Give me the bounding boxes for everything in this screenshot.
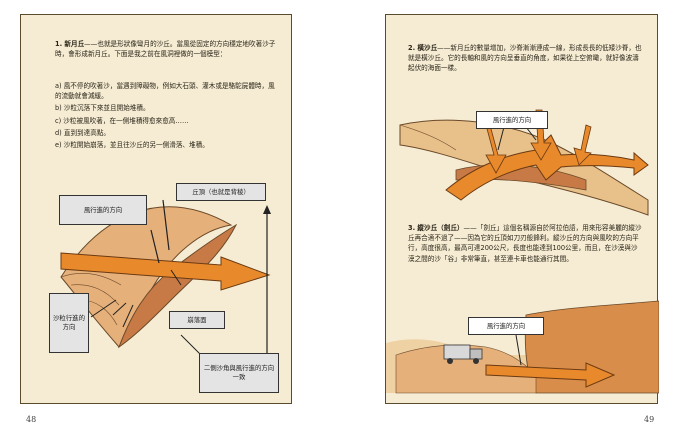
label-wind-direction-2: 風行進的方向	[476, 111, 548, 129]
wind-arrow-icon	[485, 362, 616, 388]
wind-arrow-icon	[445, 134, 649, 201]
transverse-dune-illustration	[386, 109, 659, 394]
label-horns: 二側沙角與風行進的方向一致	[199, 353, 279, 393]
right-page: 2. 橫沙丘——新月丘的數量增加，沙脊漸漸連成一線，形成長長的低矮沙脊，也就是橫…	[385, 14, 659, 404]
list-item: e) 沙粒開始崩落，並且往沙丘的另一側滑落、堆積。	[55, 141, 209, 150]
crescent-dune-illustration	[60, 199, 271, 356]
section2-body: ——新月丘的數量增加，沙脊漸漸連成一線，形成長長的低矮沙脊，也就是橫沙丘。它的長…	[408, 44, 642, 73]
label-wind-direction-3: 風行進的方向	[468, 317, 544, 335]
page-number-left: 48	[26, 415, 37, 424]
section3-title: 3. 縱沙丘（劍丘）	[408, 224, 464, 232]
wind-arrow-icon	[60, 252, 271, 291]
section3-text: 3. 縱沙丘（劍丘）——「劍丘」這個名稱源自於阿拉伯語，用來形容美麗的縱沙丘再合…	[408, 223, 644, 264]
section1-title: 1. 新月丘	[55, 40, 85, 48]
left-page: 1. 新月丘——也就是形狀像彎月的沙丘。當風從固定的方向穩定地吹著沙子時，會形成…	[20, 14, 292, 404]
list-item: a) 風不停的吹著沙，當遇到障礙物，例如大石頭、灌木或是駱駝屍體時，風的流動就會…	[55, 82, 275, 101]
label-wind-direction: 風行進的方向	[59, 195, 147, 225]
label-slip-face: 崩落面	[169, 311, 225, 329]
page-number-right: 49	[644, 415, 655, 424]
section1-list: a) 風不停的吹著沙，當遇到障礙物，例如大石頭、灌木或是駱駝屍體時，風的流動就會…	[55, 81, 277, 150]
label-sand-direction: 沙粒行進的方向	[49, 293, 89, 353]
list-item: d) 直到到達高點。	[55, 128, 111, 137]
list-item: b) 沙粒沉落下來並且開始堆積。	[55, 104, 150, 113]
truck-icon	[443, 344, 483, 364]
section3-body: ——「劍丘」這個名稱源自於阿拉伯語，用來形容美麗的縱沙丘再合適不過了——因為它的…	[408, 224, 642, 263]
section1-intro: ——也就是形狀像彎月的沙丘。當風從固定的方向穩定地吹著沙子時，會形成新月丘。下面…	[55, 40, 276, 59]
label-crest: 丘頂（也就是背稜）	[176, 183, 266, 201]
section2-text: 2. 橫沙丘——新月丘的數量增加，沙脊漸漸連成一線，形成長長的低矮沙脊，也就是橫…	[408, 43, 644, 74]
section2-title: 2. 橫沙丘	[408, 44, 438, 52]
section1-text: 1. 新月丘——也就是形狀像彎月的沙丘。當風從固定的方向穩定地吹著沙子時，會形成…	[55, 39, 277, 59]
list-item: c) 沙粒被風吹著，在一側堆積得愈來愈高……	[55, 116, 189, 125]
